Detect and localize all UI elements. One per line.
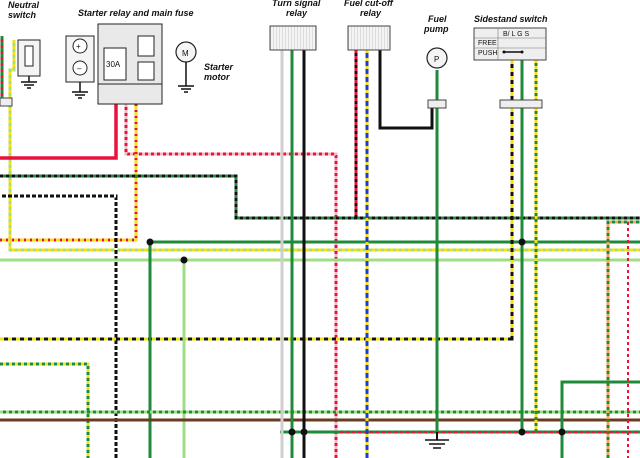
fuel-cutoff-relay-label-top: Fuel cut-off [344,0,394,8]
starter-motor-label-top: Starter [204,62,234,72]
pump-symbol: P [434,55,439,64]
fuse-rating: 30A [106,60,121,69]
motor-symbol: M [182,49,189,58]
junction-dot [558,428,566,436]
sidestand-row-push: PUSH [478,50,497,57]
fuel-pump: Fuel pump P [423,14,449,109]
neutral-switch: Neutral switch [8,0,41,89]
junction-dots [146,238,566,436]
fuel-cutoff-relay: Fuel cut-off relay [344,0,394,51]
turn-signal-relay-label-bottom: relay [286,8,308,18]
neutral-switch-label-bottom: switch [8,10,37,20]
wire-neutral-switch-yellow-green [8,40,640,252]
connector [0,97,13,107]
junction-dot [518,238,526,246]
sidestand-header: B/ L G S [503,31,530,38]
fuel-pump-label-top: Fuel [428,14,447,24]
turn-signal-relay-label-top: Turn signal [272,0,321,8]
sidestand-switch-label: Sidestand switch [474,14,548,24]
junction-dot [518,428,526,436]
wire-black-white [0,194,118,458]
battery: + – [65,35,95,99]
wire-light-green [0,258,640,458]
sidestand-row-free: FREE [478,40,497,47]
starter-motor-label-bottom: motor [204,72,230,82]
wire-right-orange-green [606,220,640,458]
starter-motor: M Starter motor [175,41,234,93]
wire-red-main [0,104,118,160]
turn-signal-relay: Turn signal relay [269,0,321,51]
ground-icon [178,85,194,93]
junction-dot [300,428,308,436]
junction-dot [180,256,188,264]
neutral-switch-label-top: Neutral [8,0,40,10]
wire-fuel-cutoff-black [378,50,434,130]
ground-icon [72,91,88,99]
wire-yellow-red [0,104,138,242]
starter-relay: Starter relay and main fuse 30A [78,8,194,105]
junction-dot [146,238,154,246]
ground-icon [21,81,37,89]
wires [0,36,640,458]
fuel-cutoff-relay-label-bottom: relay [360,8,382,18]
battery-plus-icon: + [76,42,81,51]
battery-minus-icon: – [77,64,82,73]
fuel-pump-label-bottom: pump [423,24,449,34]
sidestand-switch: Sidestand switch B/ L G S FREE PUSH [473,14,548,109]
ground-icon [425,439,449,449]
starter-relay-label: Starter relay and main fuse [78,8,194,18]
wire-yellow-green-88 [0,362,90,458]
wire-red-yellow-long [124,104,338,458]
junction-dot [288,428,296,436]
